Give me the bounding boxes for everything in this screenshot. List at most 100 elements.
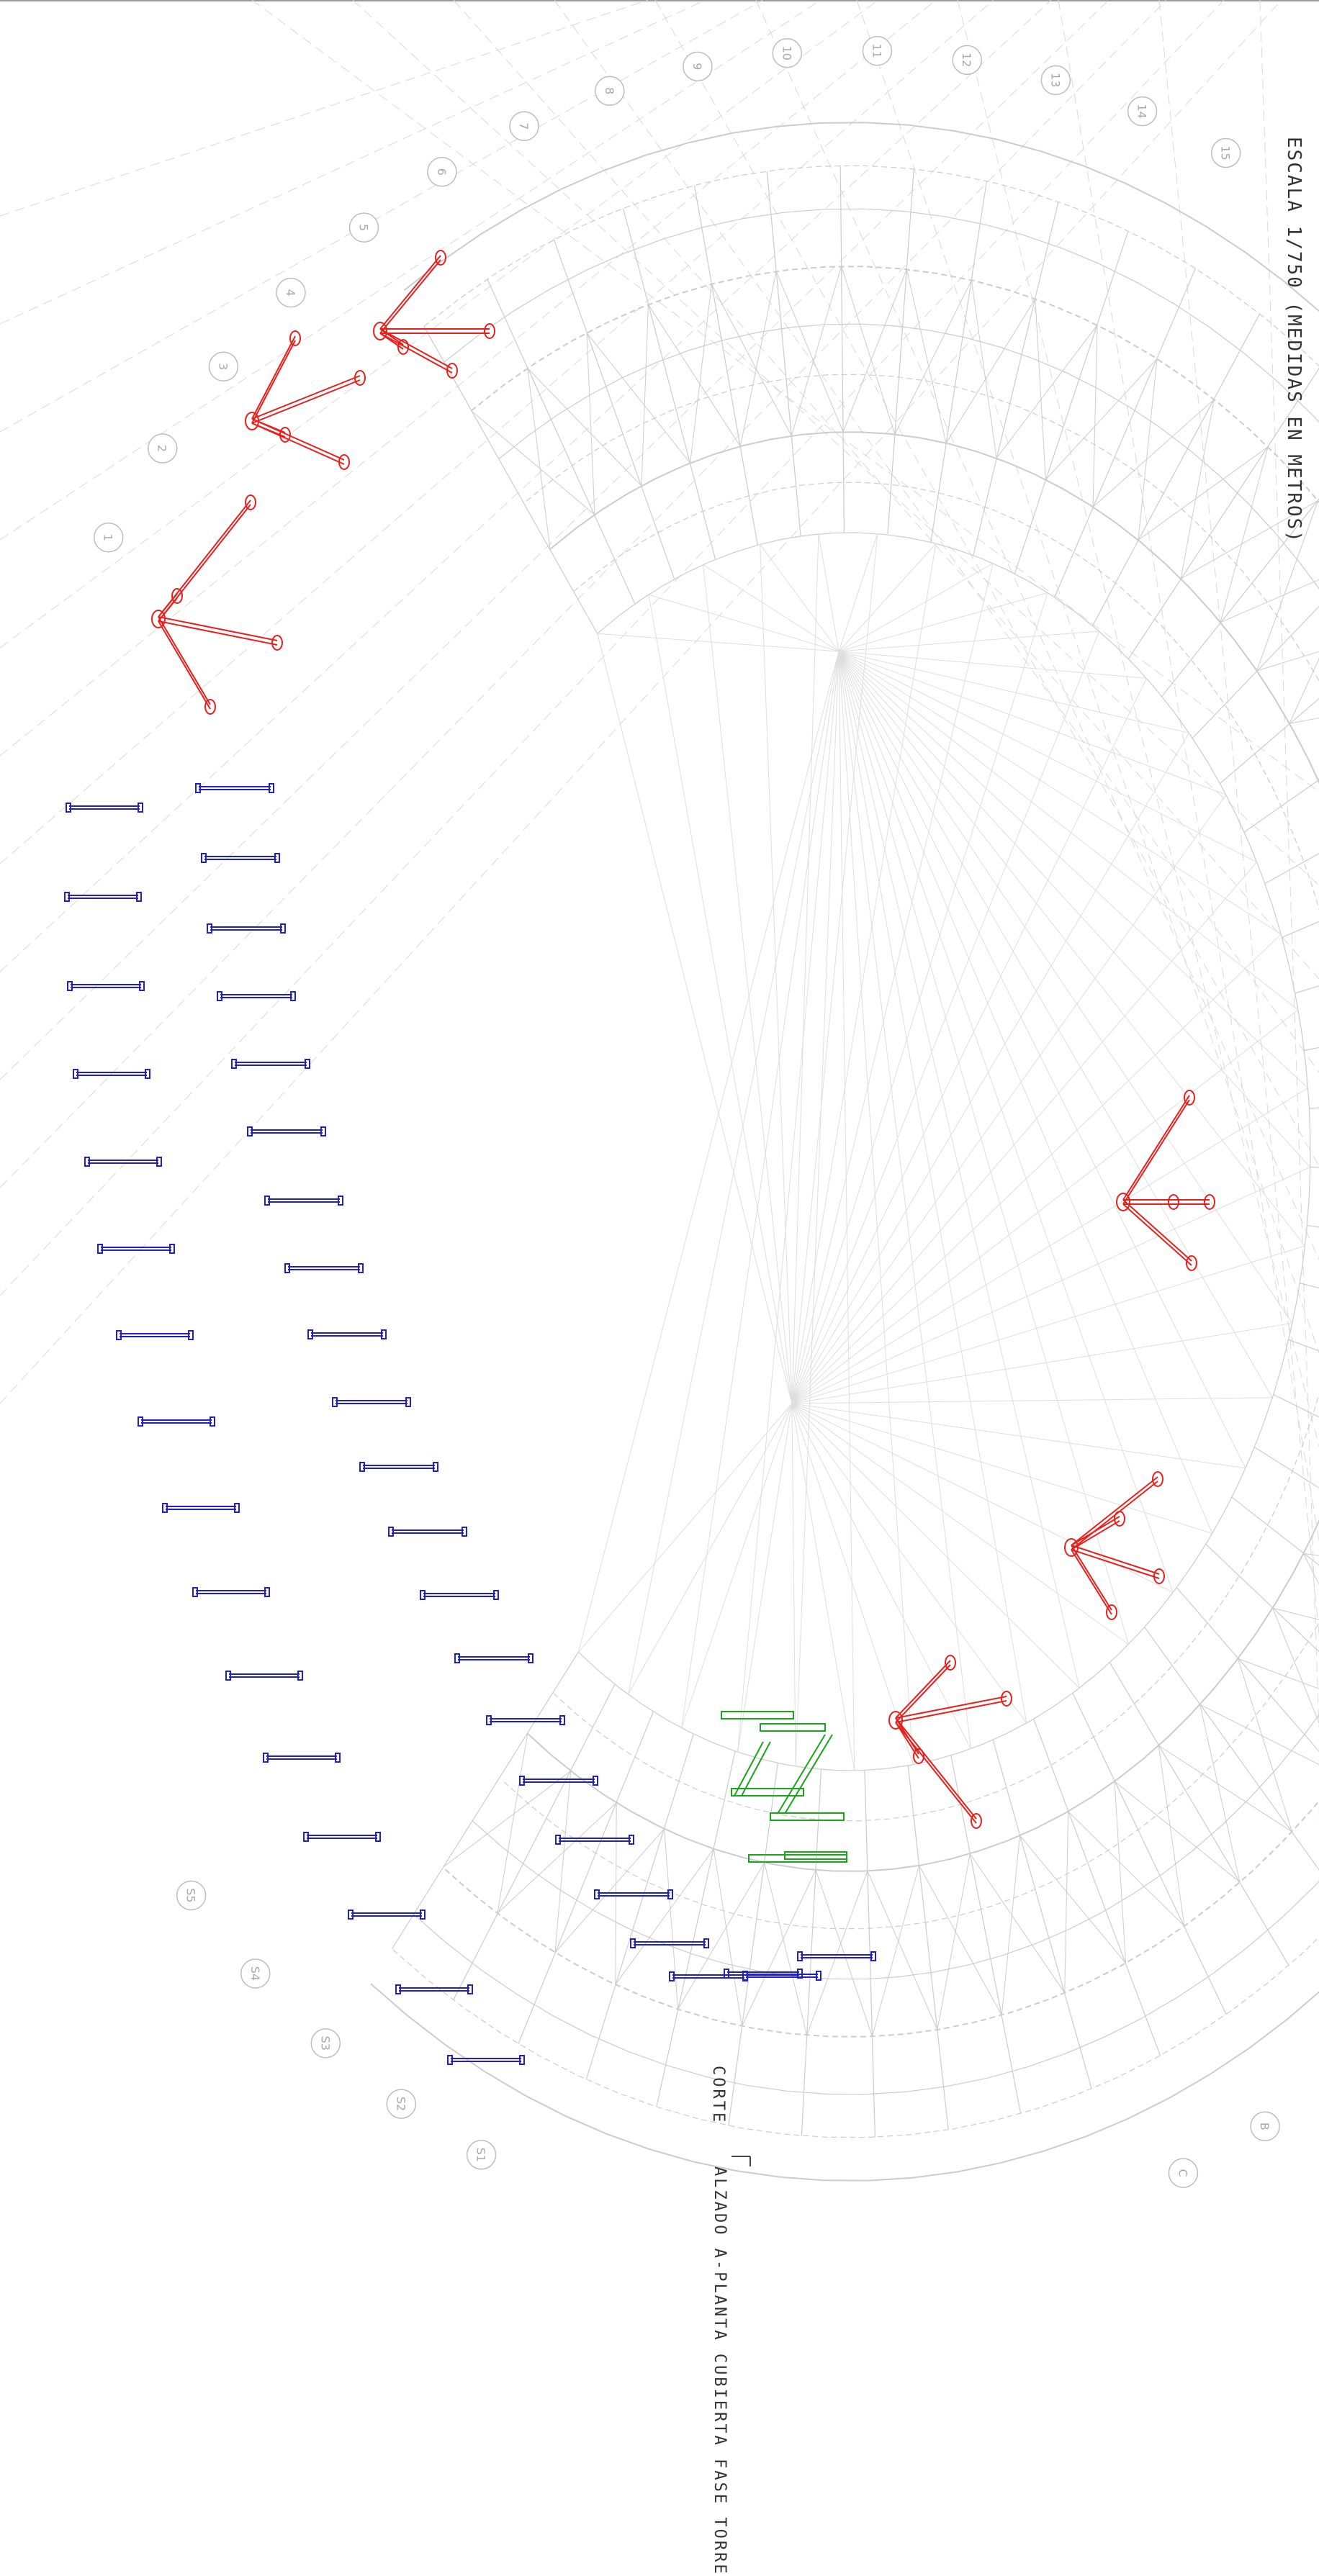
ring-arc: [472, 323, 1319, 1980]
ring-beam-cap: [405, 1397, 411, 1407]
cable-line: [838, 651, 1299, 1011]
roof-structure-wireframe: [370, 122, 1319, 2182]
ring-beam-cap: [669, 1971, 675, 1981]
grid-line: [957, 0, 1319, 1447]
cable-line: [791, 1403, 914, 1765]
cable-line: [838, 651, 1189, 733]
ring-beam-cap: [555, 1835, 561, 1845]
support-node: [1153, 1568, 1165, 1584]
ring-beam: [307, 1329, 387, 1339]
support-node: [1184, 1090, 1195, 1106]
tower-support: [888, 1655, 1012, 1829]
ring-beam-cap: [381, 1329, 387, 1339]
axis-bubble-circle: [1168, 2158, 1199, 2188]
cable-line: [791, 1403, 971, 1749]
brace: [442, 1771, 572, 1868]
ring-arc: [501, 374, 1319, 1930]
brace: [815, 1869, 873, 2037]
brace: [615, 1848, 714, 1985]
axis-bubble-label: B: [1258, 2123, 1271, 2130]
brace: [554, 1828, 665, 1953]
axis-bubble: 13: [1040, 65, 1071, 96]
radial-frame: [864, 1770, 875, 2138]
secondary-members: [721, 1711, 847, 1863]
brace: [648, 304, 741, 447]
ring-beam: [742, 1971, 821, 1981]
brace: [894, 280, 972, 435]
secondary-member-outline: [731, 1788, 804, 1797]
axis-bubble-circle: [1127, 96, 1158, 127]
grid-line: [554, 0, 1319, 1073]
axis-bubble-label: 14: [1135, 104, 1149, 118]
ring-beam-cap: [145, 1069, 150, 1079]
brace: [1220, 579, 1319, 623]
grid-lines: [0, 0, 1319, 1821]
axis-bubble-label: 12: [960, 53, 973, 67]
cable-line: [838, 543, 937, 652]
radial-frame: [839, 166, 845, 533]
brace: [945, 298, 1036, 443]
ring-beam: [97, 1244, 175, 1254]
support-hub: [245, 412, 259, 430]
secondary-member: [721, 1711, 794, 1719]
axis-bubble: S3: [310, 2028, 341, 2058]
support-strut: [895, 1717, 977, 1820]
brace: [841, 266, 896, 435]
support-node: [971, 1813, 982, 1829]
brace: [1289, 717, 1319, 724]
ring-beam-cap: [234, 1503, 240, 1513]
ring-beam-cap: [225, 1671, 231, 1681]
ring-beam: [332, 1397, 411, 1407]
support-hub: [888, 1711, 903, 1730]
ring-beam-cap: [559, 1715, 565, 1725]
support-node: [354, 370, 366, 386]
ring-beam-cap: [420, 1910, 426, 1920]
ring-beam: [669, 1971, 748, 1981]
radial-frame: [1161, 498, 1319, 697]
brace: [1256, 651, 1319, 672]
axis-bubble-label: 13: [1048, 73, 1062, 87]
secondary-member-outline: [784, 1851, 847, 1860]
brace: [1303, 1553, 1319, 1586]
ring-beam-cap: [593, 1776, 598, 1786]
brace: [1272, 1607, 1319, 1724]
ring-beam-cap: [169, 1244, 175, 1254]
brace: [1035, 299, 1046, 480]
axis-bubble-label: 4: [284, 289, 297, 297]
brace: [791, 266, 842, 436]
axis-bubble-circle: [772, 37, 802, 68]
cable-line: [791, 592, 1048, 1404]
radial-frame: [1288, 1339, 1319, 1352]
ring-beam-cap: [207, 923, 212, 934]
ring-beam-cap: [217, 991, 222, 1001]
brace: [739, 271, 777, 447]
cable-line: [681, 1403, 793, 1728]
tower-support: [373, 250, 495, 379]
cable-line: [838, 651, 1246, 1468]
brace: [1289, 658, 1319, 724]
axis-bubble: 9: [683, 51, 713, 82]
ring-beam: [73, 1069, 150, 1079]
ring-beam-members: [64, 783, 876, 2065]
cable-line: [791, 1403, 855, 1771]
secondary-member-outline: [770, 1812, 845, 1821]
grid-line: [0, 0, 1167, 1188]
grid-line: [0, 0, 821, 541]
cable-line: [838, 651, 1213, 1534]
brace: [871, 1865, 919, 2037]
ring-beam-cap: [264, 1196, 270, 1206]
axis-bubble: 10: [772, 37, 802, 68]
ring-beam-cap: [486, 1715, 492, 1725]
brace: [842, 269, 907, 433]
support-strut: [251, 379, 361, 424]
support-hub: [1064, 1538, 1079, 1557]
tower-support: [151, 494, 283, 715]
scale-note: ESCALA 1/750 (MEDIDAS EN METROS): [1283, 137, 1305, 543]
ring-beam-cap: [797, 1951, 803, 1961]
ring-beam: [420, 1590, 499, 1600]
radial-frame: [1309, 1107, 1319, 1109]
ring-arc: [370, 122, 1319, 2182]
support-hub: [151, 610, 166, 628]
ring-beam-cap: [156, 1157, 162, 1167]
ring-beam-cap: [188, 1330, 194, 1340]
